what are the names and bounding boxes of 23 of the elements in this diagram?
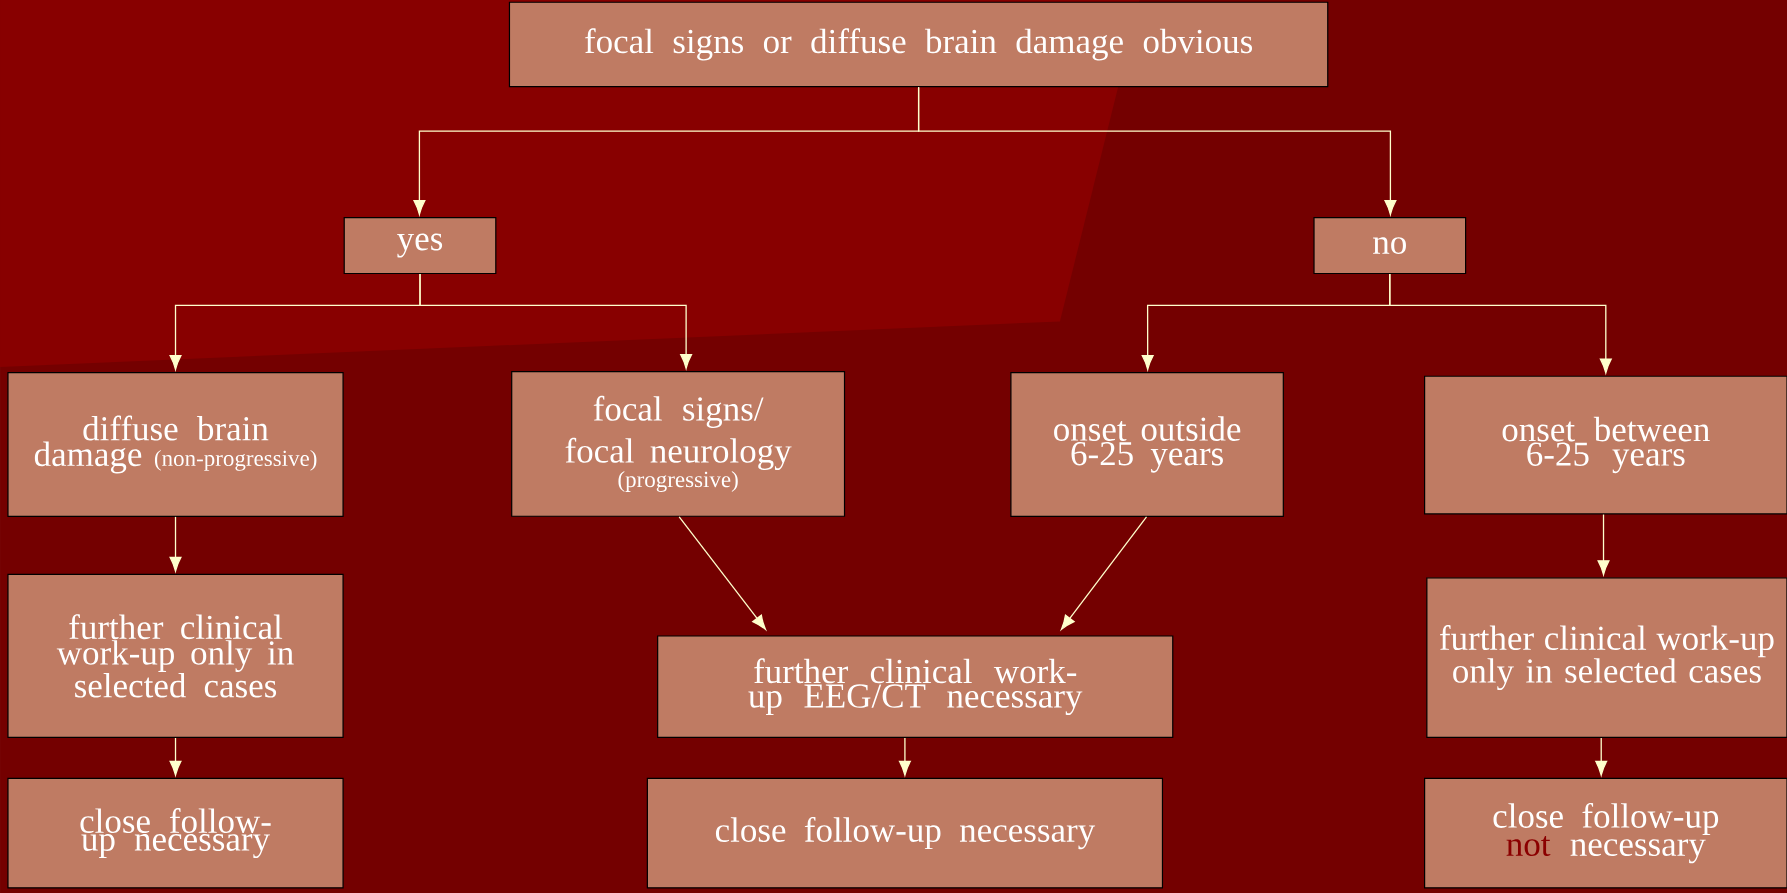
- answer-box: no: [1313, 217, 1467, 275]
- arrow: [1389, 273, 1612, 374]
- process-box: diffuse brain damage (non-progressive): [7, 372, 344, 517]
- process-box: close follow-up not necessary: [1424, 777, 1787, 889]
- arrow: [1597, 513, 1610, 576]
- process-box: focal signs or diffuse brain damage obvious: [508, 1, 1329, 88]
- arrow: [419, 273, 693, 369]
- answer-box: yes: [343, 217, 497, 275]
- process-box: further clinical work-up EEG/CT necessary: [657, 635, 1174, 738]
- process-box: onset outside 6-25 years: [1010, 372, 1284, 517]
- arrow: [1060, 516, 1148, 630]
- arrow: [1595, 737, 1608, 776]
- process-box: close follow-up necessary: [646, 777, 1164, 889]
- arrow: [169, 737, 182, 776]
- arrow: [917, 86, 1397, 216]
- process-box: further clinical work-up only in selected cases: [1426, 577, 1787, 738]
- process-box: focal signs/ focal neurology (progressive): [511, 370, 846, 517]
- process-box: close follow-up necessary: [7, 777, 344, 889]
- process-box: onset between 6-25 years: [1424, 375, 1787, 515]
- arrow: [898, 737, 911, 776]
- arrow: [678, 516, 767, 630]
- arrow: [169, 516, 182, 572]
- process-box: further clinical work-up only in selected cases: [7, 573, 344, 738]
